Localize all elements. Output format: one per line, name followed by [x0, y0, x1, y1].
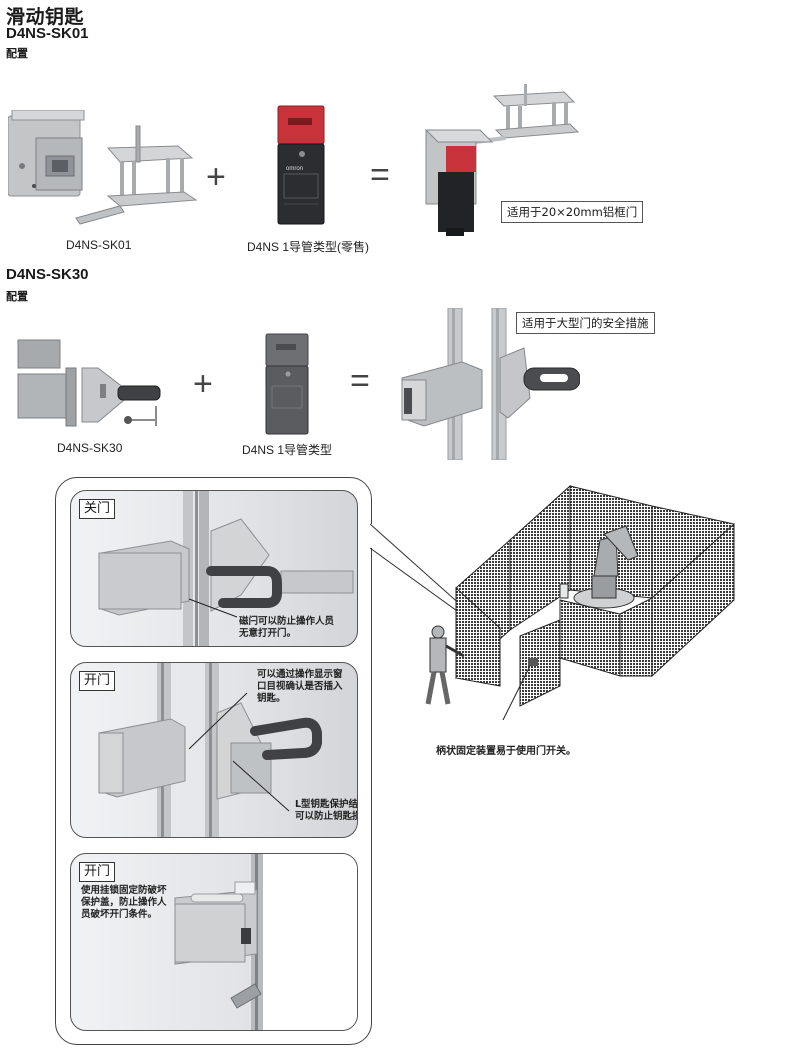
note-line: 可以防止钥匙损坏。 — [295, 811, 357, 822]
panel-open-door: 开门 可以通过操作显示窗 口目视确认是否插入 钥匙。 L型钥匙保护结构 可以防止… — [70, 662, 358, 838]
cage-wall-front — [559, 599, 621, 677]
section1-model-heading: D4NS-SK01 — [6, 25, 89, 42]
frame-notch — [368, 524, 374, 548]
note-line: 员破坏开门条件。 — [81, 909, 158, 920]
note-line: 可以通过操作显示窗 — [257, 669, 343, 680]
door-handle-switch — [528, 658, 538, 666]
page-title: 滑动钥匙 — [6, 6, 85, 28]
cage-door-left — [455, 586, 501, 687]
closed-door-illustration — [98, 491, 354, 646]
panel-label-open: 开门 — [79, 671, 116, 691]
sk30-assembled-image — [400, 308, 580, 460]
closed-door-note: 磁闩可以防止操作人员 无意打开门。 — [239, 616, 334, 640]
plus-sign: + — [206, 158, 226, 196]
cage-door-front — [519, 619, 561, 707]
sk30-product-image — [16, 338, 166, 430]
note-line: 使用挂锁固定防破坏 — [81, 885, 167, 896]
sk01-product-image — [8, 110, 198, 230]
padlock-illustration — [174, 854, 263, 1030]
robot-cage-illustration — [420, 480, 750, 720]
d4ns-retail-caption: D4NS 1导管类型(零售) — [247, 240, 370, 254]
d4ns-caption: D4NS 1导管类型 — [242, 443, 333, 457]
d4ns-switch-gray-image — [264, 332, 310, 436]
equals-sign-2: = — [350, 362, 370, 400]
note-line: L型钥匙保护结构 — [295, 799, 358, 810]
sk01-application-note: 适用于20×20mm铝框门 — [501, 201, 644, 223]
warning-light — [559, 583, 569, 599]
open-door-window-note: 可以通过操作显示窗 口目视确认是否插入 钥匙。 — [257, 669, 343, 705]
sk30-application-note: 适用于大型门的安全措施 — [516, 312, 655, 334]
equals-sign: = — [370, 156, 390, 194]
open-door-illustration — [98, 663, 322, 837]
section1-config-label: 配置 — [6, 47, 28, 60]
panel-label-closed: 关门 — [79, 499, 116, 519]
note-line: 口目视确认是否插入 — [257, 681, 343, 692]
open-door-key-protect-note: L型钥匙保护结构 可以防止钥匙损坏。 — [295, 799, 358, 823]
note-line: 无意打开门。 — [239, 628, 297, 639]
note-line: 钥匙。 — [257, 693, 286, 704]
note-line: 保护盖，防止操作人 — [81, 897, 167, 908]
panel-white-area — [261, 854, 357, 1030]
sk01-caption: D4NS-SK01 — [66, 238, 132, 252]
operator-figure — [425, 625, 465, 705]
panel-label-padlock: 开门 — [79, 862, 116, 882]
note-line: 磁闩可以防止操作人员 — [239, 616, 335, 627]
padlock-note: 使用挂锁固定防破坏 保护盖，防止操作人 员破坏开门条件。 — [81, 885, 167, 921]
panel-open-door-padlock: 开门 使用挂锁固定防破坏 保护盖，防止操作人 员破坏开门条件。 — [70, 853, 358, 1031]
section2-config-label: 配置 — [6, 290, 28, 303]
switch-brand-text: omron — [286, 166, 303, 172]
sk30-caption: D4NS-SK30 — [57, 441, 123, 455]
callout-leader-line — [502, 665, 531, 720]
d4ns-switch-image: omron — [276, 104, 328, 226]
plus-sign-2: + — [193, 365, 213, 403]
panel-closed-door: 关门 磁闩可以防止操作人员 无意打开门。 — [70, 490, 358, 647]
sk01-assembled-image — [424, 84, 580, 240]
cage-callout-text: 柄状固定装置易于使用门开关。 — [436, 746, 576, 757]
section2-model-heading: D4NS-SK30 — [6, 266, 89, 283]
